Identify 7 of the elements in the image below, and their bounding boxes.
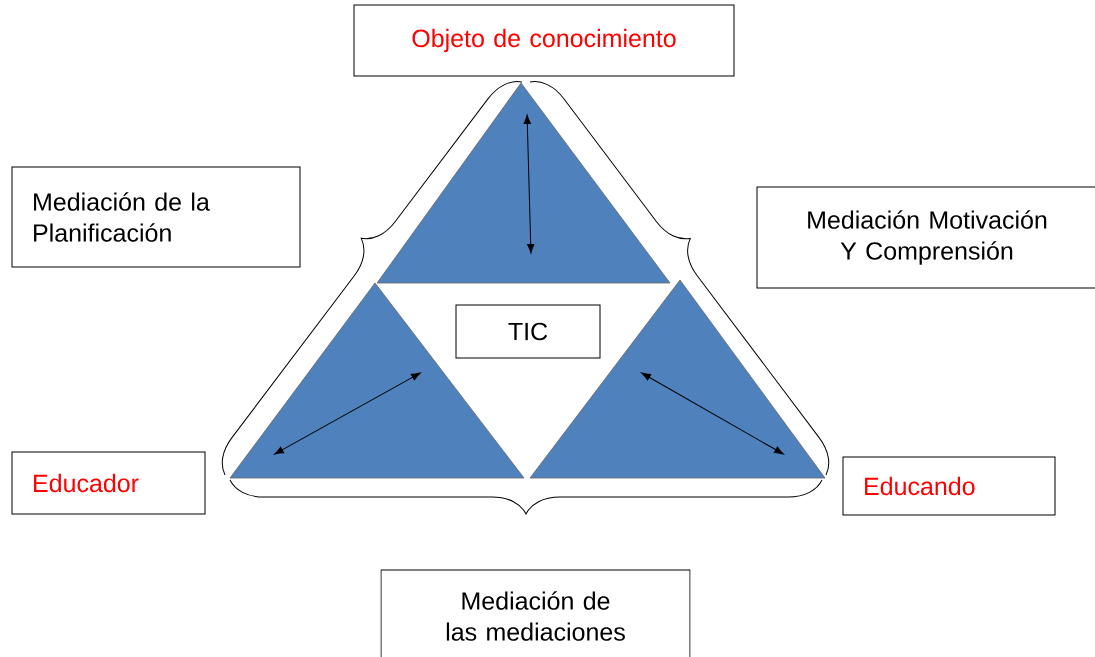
text-box: Objeto de conocimiento [353, 4, 735, 77]
text-box: Educando [842, 456, 1056, 516]
text-box: Educador [11, 451, 206, 515]
text-box: Mediación de las mediaciones [380, 569, 691, 657]
text-box: Mediación Motivación Y Comprensión [756, 186, 1095, 289]
text-box: Mediación de la Planificación [11, 166, 301, 268]
text-box: TIC [455, 304, 601, 359]
